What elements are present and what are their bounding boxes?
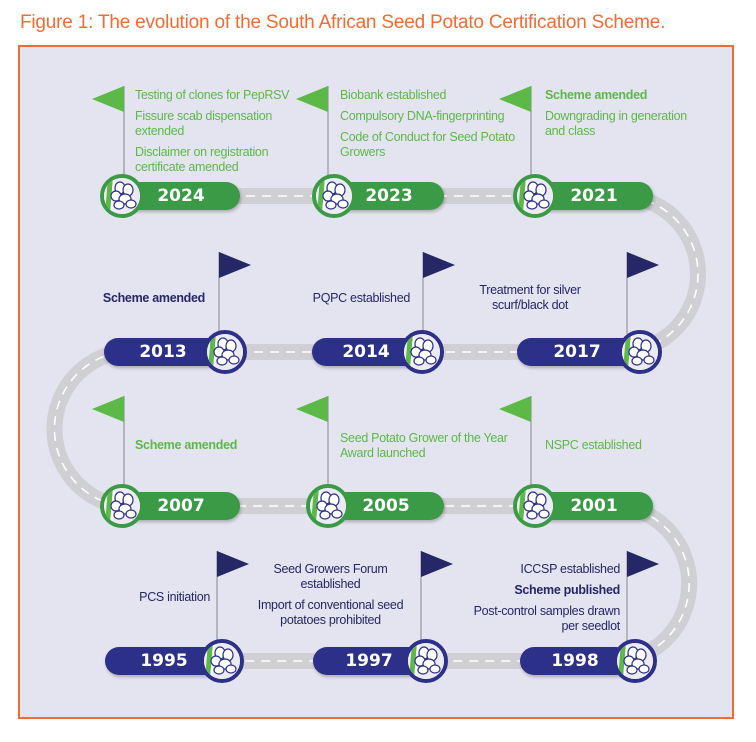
potato-logo-icon xyxy=(404,334,440,370)
road-curve-left xyxy=(46,344,122,514)
milestone-description: Scheme amended xyxy=(135,438,285,459)
potato-logo-icon xyxy=(104,488,140,524)
logo-badge xyxy=(404,639,448,683)
logo-badge xyxy=(513,174,557,218)
year-pill: 1998 xyxy=(520,647,630,675)
potato-logo-icon xyxy=(207,334,243,370)
milestone-description: PQPC established xyxy=(260,291,411,312)
milestone-event: NSPC established xyxy=(545,438,642,452)
flag-icon xyxy=(92,86,124,112)
flag-icon xyxy=(421,551,453,577)
milestone-description: Treatment for silver scurf/black dot xyxy=(450,283,610,319)
milestone-description: PCS initiation xyxy=(110,590,210,611)
milestone-event: ICCSP established xyxy=(520,562,620,576)
flag-icon xyxy=(627,252,659,278)
timeline-panel xyxy=(18,45,734,719)
potato-logo-icon xyxy=(517,178,553,214)
milestone-event: Compulsory DNA-fingerprinting xyxy=(340,109,505,123)
flag-icon xyxy=(296,396,328,422)
potato-logo-icon xyxy=(408,643,444,679)
milestone-event: Scheme amended xyxy=(135,438,238,452)
milestone-description: Testing of clones for PepRSV Fissure scab… xyxy=(135,88,305,181)
logo-badge xyxy=(306,484,350,528)
potato-logo-icon xyxy=(517,488,553,524)
logo-badge xyxy=(100,174,144,218)
milestone-event: PCS initiation xyxy=(139,590,210,604)
flag-icon xyxy=(92,396,124,422)
logo-badge xyxy=(203,330,247,374)
milestone-description: NSPC established xyxy=(545,438,695,459)
logo-badge xyxy=(613,639,657,683)
logo-badge xyxy=(400,330,444,374)
milestone-event: Fissure scab dispensation extended xyxy=(135,109,273,138)
potato-logo-icon xyxy=(104,178,140,214)
milestone-event: Treatment for silver scurf/black dot xyxy=(479,283,581,312)
milestone-event: Disclaimer on registration certificate a… xyxy=(135,145,269,174)
milestone-event: Seed Growers Forum established xyxy=(273,562,388,591)
flag-icon xyxy=(217,551,249,577)
milestone-event: PQPC established xyxy=(312,291,411,305)
figure-title: Figure 1: The evolution of the South Afr… xyxy=(20,12,666,33)
road-dashes xyxy=(53,195,699,662)
milestone-event: Testing of clones for PepRSV xyxy=(135,88,290,102)
potato-logo-icon xyxy=(204,643,240,679)
logo-badge xyxy=(200,639,244,683)
milestone-event: Downgrading in generation and class xyxy=(545,109,687,138)
milestone-event: Scheme amended xyxy=(102,291,205,305)
flag-icon xyxy=(499,86,531,112)
milestone-description: Seed Potato Grower of the Year Award lau… xyxy=(340,431,510,467)
logo-badge xyxy=(312,174,356,218)
logo-badge xyxy=(513,484,557,528)
flag-icon xyxy=(296,86,328,112)
logo-badge xyxy=(618,330,662,374)
flag-icon xyxy=(499,396,531,422)
milestone-description: Scheme amended xyxy=(60,291,205,312)
milestone-event: Seed Potato Grower of the Year Award lau… xyxy=(340,431,508,460)
milestone-event: Biobank established xyxy=(340,88,447,102)
flag-icon xyxy=(423,252,455,278)
potato-logo-icon xyxy=(617,643,653,679)
milestone-event: Scheme published xyxy=(514,583,620,597)
flag-icon xyxy=(219,252,251,278)
potato-logo-icon xyxy=(622,334,658,370)
year-pill: 2013 xyxy=(104,338,222,366)
milestone-event: Import of conventional seed potatoes pro… xyxy=(257,598,404,627)
milestone-event: Scheme amended xyxy=(545,88,648,102)
potato-logo-icon xyxy=(316,178,352,214)
milestone-event: Post-control samples drawn per seedlot xyxy=(473,604,621,633)
flag-icon xyxy=(627,551,659,577)
logo-badge xyxy=(100,484,144,528)
potato-logo-icon xyxy=(310,488,346,524)
year-pill: 2017 xyxy=(517,338,637,366)
milestone-event: Code of Conduct for Seed Potato Growers xyxy=(340,130,515,159)
